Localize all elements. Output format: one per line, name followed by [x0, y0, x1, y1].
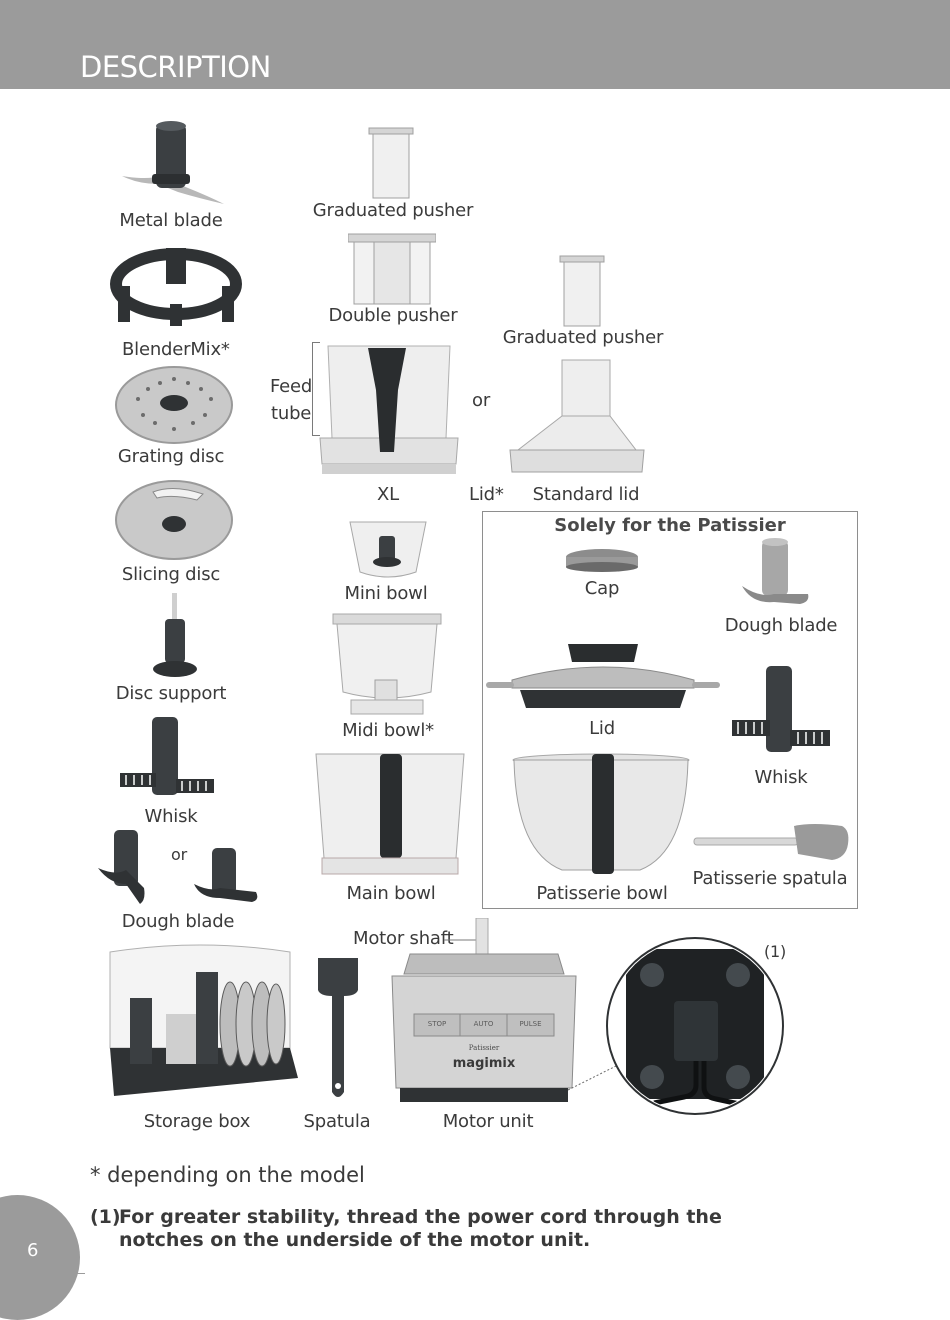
- label-standard-lid: Standard lid: [532, 484, 640, 505]
- feed-tube-bracket: [312, 342, 320, 436]
- label-or-left: or: [171, 845, 187, 864]
- label-cap: Cap: [584, 578, 620, 599]
- patisserie-spatula-illustration: [693, 824, 849, 860]
- label-patisserie-bowl: Patisserie bowl: [536, 883, 668, 904]
- dough-blade-illustration-left: [98, 830, 258, 904]
- motor-unit-illustration: STOP AUTO PULSE Patissier magimix: [386, 918, 582, 1106]
- cap-illustration: [566, 549, 638, 572]
- label-feed: Feed: [270, 376, 313, 397]
- label-spatula: Spatula: [303, 1111, 371, 1132]
- motor-brand-small: Patissier: [468, 1044, 500, 1052]
- label-whisk-patissier: Whisk: [754, 767, 808, 788]
- label-main-bowl: Main bowl: [346, 883, 436, 904]
- graduated-pusher-illustration-2: [559, 255, 605, 327]
- label-slicing-disc: Slicing disc: [121, 564, 221, 585]
- label-lid-star: Lid*: [469, 484, 504, 505]
- metal-blade-illustration: [122, 121, 224, 204]
- page-number-tab: [0, 1195, 80, 1320]
- label-mini-bowl: Mini bowl: [344, 583, 428, 604]
- page-number: 6: [27, 1240, 39, 1261]
- label-patisserie-spatula: Patisserie spatula: [692, 868, 848, 889]
- footnote-text: For greater stability, thread the power …: [119, 1206, 722, 1251]
- slicing-disc-illustration: [115, 480, 233, 560]
- label-graduated-pusher-2: Graduated pusher: [502, 327, 664, 348]
- label-disc-support: Disc support: [115, 683, 227, 704]
- motor-button-stop: STOP: [427, 1020, 447, 1028]
- grating-disc-illustration: [115, 366, 233, 444]
- label-patissier-lid: Lid: [589, 718, 615, 739]
- page-footer-line: [0, 1273, 85, 1274]
- patissier-panel-title: Solely for the Patissier: [554, 515, 786, 536]
- motor-button-auto: AUTO: [473, 1020, 494, 1028]
- footnote-number: (1): [90, 1206, 121, 1228]
- label-whisk-left: Whisk: [144, 806, 198, 827]
- label-midi-bowl: Midi bowl*: [342, 720, 434, 741]
- label-motor-unit: Motor unit: [442, 1111, 534, 1132]
- double-pusher-illustration: [348, 233, 436, 305]
- patissier-lid-illustration: [486, 644, 720, 708]
- disc-support-illustration: [153, 593, 197, 677]
- dough-blade-illustration-patissier: [742, 538, 809, 604]
- footnote-model: * depending on the model: [90, 1163, 365, 1187]
- motor-shaft-pointer: [444, 939, 478, 941]
- label-blendermix: BlenderMix*: [122, 339, 230, 360]
- blendermix-illustration: [110, 248, 242, 326]
- label-double-pusher: Double pusher: [328, 305, 458, 326]
- motor-brand-logo: magimix: [452, 1056, 516, 1071]
- callout-number: (1): [764, 942, 787, 961]
- midi-bowl-illustration: [332, 613, 442, 715]
- graduated-pusher-illustration-1: [368, 127, 414, 199]
- page-title: DESCRIPTION: [80, 50, 271, 84]
- xl-lid-illustration: [319, 345, 459, 474]
- label-tube: tube: [271, 403, 312, 424]
- label-dough-blade-left: Dough blade: [121, 911, 235, 932]
- spatula-illustration: [318, 958, 358, 1097]
- whisk-illustration-patissier: [732, 666, 830, 752]
- label-xl: XL: [377, 484, 399, 505]
- storage-box-illustration: [109, 944, 298, 1096]
- label-storage-box: Storage box: [143, 1111, 251, 1132]
- label-dough-blade-patissier: Dough blade: [724, 615, 838, 636]
- standard-lid-illustration: [509, 359, 645, 473]
- motor-underside-illustration: [606, 937, 784, 1115]
- label-motor-shaft: Motor shaft: [353, 928, 454, 949]
- callout-connector: [567, 1063, 621, 1091]
- label-metal-blade: Metal blade: [119, 210, 223, 231]
- main-bowl-illustration: [315, 753, 465, 875]
- patisserie-bowl-illustration: [512, 753, 690, 874]
- motor-button-pulse: PULSE: [519, 1020, 542, 1028]
- label-grating-disc: Grating disc: [117, 446, 225, 467]
- page-header: DESCRIPTION: [0, 0, 950, 89]
- label-or-mid: or: [472, 390, 491, 411]
- whisk-illustration-left: [120, 717, 214, 795]
- mini-bowl-illustration: [349, 521, 427, 578]
- patissier-accessories-panel: [482, 511, 858, 909]
- label-graduated-pusher-1: Graduated pusher: [312, 200, 474, 221]
